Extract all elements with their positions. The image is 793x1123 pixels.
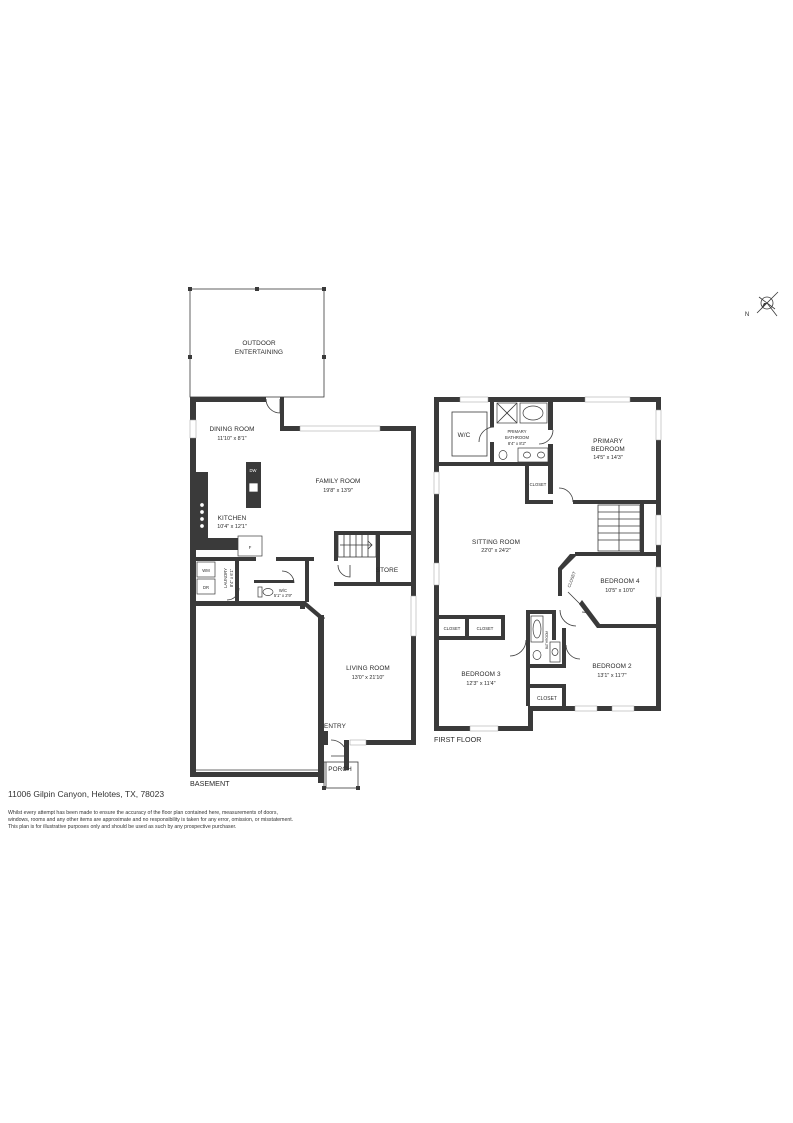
dryer (196, 578, 216, 595)
closet-diag-label: CLOSET (566, 570, 577, 588)
first-floor-label: FIRST FLOOR (434, 735, 481, 744)
primary-bedroom-label-1: PRIMARY (593, 438, 623, 445)
outdoor-label-2: ENTERTAINING (235, 349, 283, 356)
basement-plan: OUTDOOR ENTERTAINING DINING ROOM 11'10" … (188, 287, 417, 790)
disclaimer-line: Whilst every attempt has been made to en… (8, 810, 278, 816)
primary-bathroom-dims: 8'4" x 8'2" (508, 441, 527, 446)
basement-floor-label: BASEMENT (190, 779, 230, 788)
disclaimer-line: windows, rooms and any other items are a… (8, 817, 294, 824)
living-room-dims: 13'0" x 21'10" (352, 675, 385, 681)
outdoor-label-1: OUTDOOR (242, 340, 276, 347)
disclaimer: Whilst every attempt has been made to en… (8, 810, 368, 832)
fridge-label: F (249, 545, 252, 550)
compass-icon: N (745, 291, 779, 318)
disclaimer-line: This plan is for illustrative purposes o… (8, 824, 237, 831)
primary-bedroom-label-2: BEDROOM (591, 446, 625, 453)
dining-room-dims: 11'10" x 8'1" (217, 436, 246, 442)
family-room-dims: 19'8" x 13'9" (323, 488, 353, 494)
property-address: 11006 Gilpin Canyon, Helotes, TX, 78023 (8, 789, 165, 799)
entry-label: ENTRY (324, 723, 347, 730)
kitchen-label: KITCHEN (218, 515, 247, 522)
first-floor-plan: W/C PRIMARY BATHROOM 8'4" x 8'2" PRIMARY… (433, 396, 662, 744)
closet-a-label: CLOSET (444, 626, 461, 631)
living-room-label: LIVING ROOM (346, 665, 390, 672)
kitchen-counter (196, 472, 208, 544)
dryer-label: DR (203, 585, 209, 590)
sitting-room-dims: 22'0" x 24'2" (481, 548, 511, 554)
primary-bathroom-label-2: BATHROOM (505, 435, 529, 440)
bedroom-4-dims: 10'5" x 10'0" (605, 588, 635, 594)
wic-label: W/C (458, 432, 471, 439)
closet-b-label: CLOSET (477, 626, 494, 631)
toilet (498, 450, 508, 460)
washer-label: WM (202, 568, 210, 573)
bedroom-2-dims: 13'1" x 11'7" (597, 673, 626, 679)
washer (196, 561, 216, 578)
laundry-dims: 8'4" x 6'1" (229, 568, 234, 587)
family-room-label: FAMILY ROOM (316, 478, 361, 485)
primary-bathroom-label-1: PRIMARY (507, 429, 526, 434)
closet-top-label: CLOSET (530, 482, 547, 487)
wc-dims: 5'1" x 2'9" (274, 593, 293, 598)
sitting-room-label: SITTING ROOM (472, 539, 520, 546)
dishwasher-label: DW (250, 468, 257, 473)
fridge (237, 535, 263, 557)
toilet (262, 588, 274, 596)
porch-label: PORCH (328, 766, 352, 773)
bedroom-2-label: BEDROOM 2 (592, 663, 632, 670)
wc-label: W/C (279, 588, 287, 593)
bedroom-4-label: BEDROOM 4 (600, 578, 640, 585)
laundry-label: LAUNDRY (223, 568, 228, 588)
bedroom-3-label: BEDROOM 3 (461, 671, 501, 678)
kitchen-dims: 10'4" x 12'1" (217, 524, 247, 530)
toilet (532, 650, 542, 660)
primary-bedroom-dims: 14'5" x 14'3" (593, 455, 623, 461)
closet-bottom-label: CLOSET (537, 696, 557, 702)
porch (323, 761, 359, 789)
store-label: STORE (376, 567, 398, 574)
compass-north-label: N (745, 312, 749, 318)
wall (190, 397, 196, 776)
bedroom-3-dims: 12'3" x 11'4" (466, 681, 495, 687)
dining-room-label: DINING ROOM (209, 426, 254, 433)
bathroom-label: BATHROOM (545, 631, 549, 650)
